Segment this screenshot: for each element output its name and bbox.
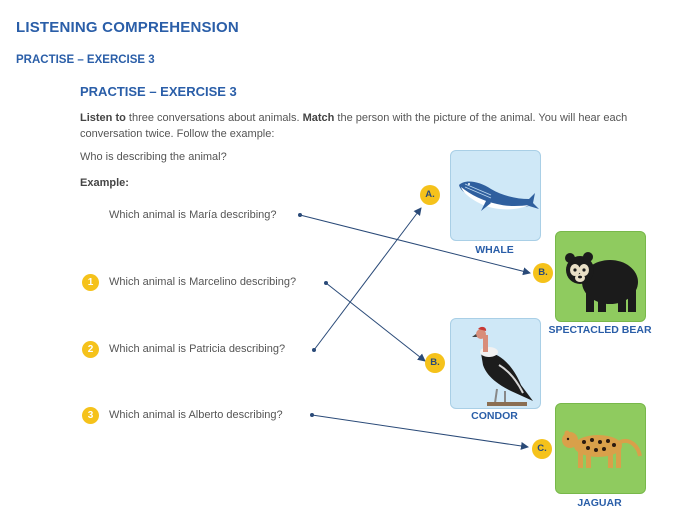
exercise-prompt: Who is describing the animal? xyxy=(80,151,227,163)
spectacled-bear-card[interactable] xyxy=(555,231,646,322)
condor-badge: B. xyxy=(425,353,445,373)
jaguar-card[interactable] xyxy=(555,403,646,494)
instruction-text-2: the person with the picture of the anima… xyxy=(80,112,628,140)
bear-label: SPECTACLED BEAR xyxy=(548,324,652,336)
instruction-text-1: three conversations about animals. xyxy=(125,112,303,124)
bear-badge: B. xyxy=(533,263,553,283)
whale-card[interactable] xyxy=(450,150,541,241)
whale-icon xyxy=(459,181,539,211)
condor-icon xyxy=(472,326,533,406)
exercise-instructions: Listen to three conversations about anim… xyxy=(80,110,655,142)
condor-label: CONDOR xyxy=(471,410,518,422)
whale-label: WHALE xyxy=(475,244,514,256)
jaguar-badge: C. xyxy=(532,439,552,459)
match-line-maria-bear xyxy=(299,214,531,276)
question-example: Which animal is María describing? xyxy=(109,209,277,221)
question-example-dot[interactable] xyxy=(298,213,302,217)
match-line-alberto-jaguar xyxy=(311,414,529,450)
section-subtitle: PRACTISE – EXERCISE 3 xyxy=(16,54,155,66)
bear-icon xyxy=(565,252,638,312)
jaguar-label: JAGUAR xyxy=(577,497,622,509)
question-2: Which animal is Patricia describing? xyxy=(109,343,286,355)
example-label: Example: xyxy=(80,177,129,189)
condor-card[interactable] xyxy=(450,318,541,409)
question-3: Which animal is Alberto describing? xyxy=(109,409,283,421)
exercise-title: PRACTISE – EXERCISE 3 xyxy=(80,84,237,99)
section-title: LISTENING COMPREHENSION xyxy=(16,19,239,36)
question-2-dot[interactable] xyxy=(312,348,316,352)
question-2-number: 2 xyxy=(82,341,99,358)
match-line-marcelino-condor xyxy=(325,282,426,362)
instruction-bold-match: Match xyxy=(302,112,335,124)
question-3-dot[interactable] xyxy=(310,413,314,417)
question-3-number: 3 xyxy=(82,407,99,424)
whale-badge: A. xyxy=(420,185,440,205)
jaguar-icon xyxy=(562,430,642,468)
question-1: Which animal is Marcelino describing? xyxy=(109,276,297,288)
question-1-number: 1 xyxy=(82,274,99,291)
instruction-bold-listen: Listen to xyxy=(80,112,126,124)
match-line-patricia-whale xyxy=(313,207,422,351)
question-1-dot[interactable] xyxy=(324,281,328,285)
